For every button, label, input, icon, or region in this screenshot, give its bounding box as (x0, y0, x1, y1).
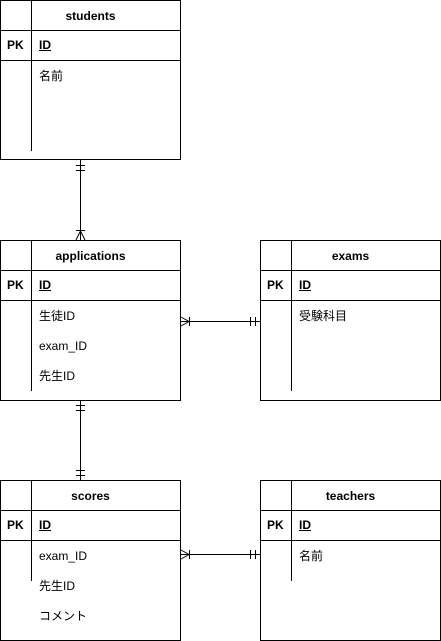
field-exam-subject: 受験科目 (299, 309, 348, 323)
primary-key-row: PK ID (1, 31, 180, 61)
primary-key-row: PK ID (261, 511, 440, 541)
primary-key-row: PK ID (1, 271, 180, 301)
entity-title: exams (261, 241, 440, 271)
entity-title: applications (1, 241, 180, 271)
field-exam-id: exam_ID (39, 549, 88, 563)
column-divider (31, 241, 32, 391)
crow-foot-icon (75, 229, 86, 241)
primary-key-row: PK ID (261, 271, 440, 301)
entity-title: teachers (261, 481, 440, 511)
field-exam-id: exam_ID (39, 339, 88, 353)
field-comment: コメント (39, 609, 88, 623)
pk-field: ID (39, 278, 51, 292)
primary-key-row: PK ID (1, 511, 180, 541)
pk-field: ID (299, 518, 311, 532)
column-divider (31, 1, 32, 151)
entity-scores[interactable]: scores PK ID exam_ID 先生ID コメント (0, 480, 181, 641)
pk-field: ID (39, 38, 51, 52)
pk-label: PK (7, 278, 24, 292)
pk-label: PK (7, 518, 24, 532)
entity-applications[interactable]: applications PK ID 生徒ID exam_ID 先生ID (0, 240, 181, 401)
field-name: 名前 (299, 549, 324, 563)
pk-label: PK (267, 278, 284, 292)
relationship-applications-scores[interactable] (76, 401, 85, 480)
entity-students[interactable]: students PK ID 名前 (0, 0, 181, 160)
pk-field: ID (39, 518, 51, 532)
column-divider (291, 241, 292, 391)
relationship-scores-teachers[interactable] (180, 549, 260, 560)
column-divider (291, 481, 292, 581)
field-teacher-id: 先生ID (39, 369, 76, 383)
crow-foot-icon (180, 549, 191, 560)
entity-teachers[interactable]: teachers PK ID 名前 (260, 480, 441, 641)
pk-label: PK (7, 38, 24, 52)
entity-title: scores (1, 481, 180, 511)
field-student-id: 生徒ID (39, 309, 76, 323)
entity-title: students (1, 1, 180, 31)
relationship-students-applications[interactable] (75, 160, 86, 241)
relationship-applications-exams[interactable] (180, 316, 260, 327)
field-name: 名前 (39, 69, 64, 83)
column-divider (31, 481, 32, 581)
field-teacher-id: 先生ID (39, 579, 76, 593)
crow-foot-icon (180, 316, 191, 327)
entity-exams[interactable]: exams PK ID 受験科目 (260, 240, 441, 401)
pk-label: PK (267, 518, 284, 532)
pk-field: ID (299, 278, 311, 292)
